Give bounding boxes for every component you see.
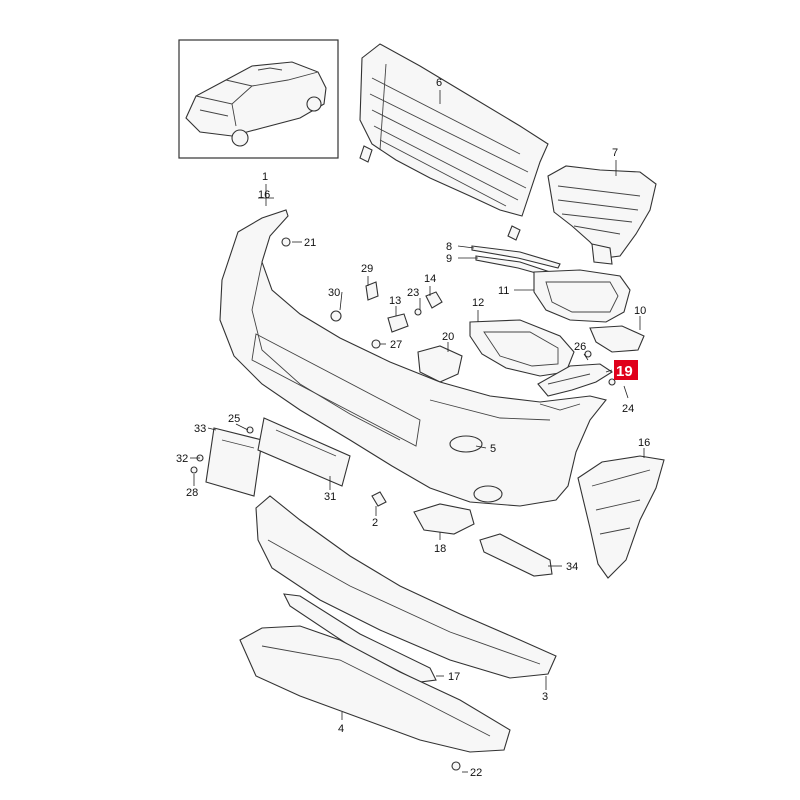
mounting-bracket (537, 363, 614, 397)
callout-18: 18 (434, 543, 446, 555)
callout-28: 28 (186, 487, 198, 499)
callout-26: 26 (574, 341, 586, 353)
support-bracket (417, 345, 463, 383)
license-plate-holder (190, 417, 351, 497)
air-inlet-grille (547, 165, 657, 265)
side-guide-bracket (577, 455, 665, 579)
callout-24: 24 (622, 403, 634, 415)
callout-25: 25 (228, 413, 240, 425)
leader-lines (190, 90, 645, 773)
fog-light-frame (533, 269, 631, 323)
callout-10: 10 (634, 305, 646, 317)
callout-5: 5 (490, 443, 496, 455)
callout-14: 14 (424, 273, 436, 285)
callout-34: 34 (566, 561, 578, 573)
callout-7: 7 (612, 147, 618, 159)
callout-32: 32 (176, 453, 188, 465)
small-fasteners (281, 237, 616, 386)
light-frame (469, 319, 575, 377)
callout-12: 12 (472, 297, 484, 309)
callout-19: 19 (616, 363, 633, 380)
lower-spoiler (255, 495, 557, 679)
callout-17: 17 (448, 671, 460, 683)
fog-light-bezel (413, 503, 475, 535)
callout-19-highlight: 19 (614, 360, 638, 380)
callout-2: 2 (372, 517, 378, 529)
callout-27: 27 (390, 339, 402, 351)
trim-strip-upper (471, 245, 561, 269)
callout-21: 21 (304, 237, 316, 249)
callout-23: 23 (407, 287, 419, 299)
callout-1: 1 (262, 171, 268, 183)
underbody-panel (239, 625, 511, 771)
callout-labels: 1 16 21 6 7 8 9 29 14 30 23 13 11 12 10 … (176, 77, 650, 779)
tow-hook-cap (371, 491, 387, 507)
callout-29: 29 (361, 263, 373, 275)
vehicle-thumbnail (178, 39, 339, 159)
callout-31: 31 (324, 491, 336, 503)
callout-8: 8 (446, 241, 452, 253)
callout-6: 6 (436, 77, 442, 89)
callout-20: 20 (442, 331, 454, 343)
callout-4: 4 (338, 723, 344, 735)
upper-grille (359, 43, 549, 241)
callout-16-side: 16 (638, 437, 650, 449)
spoiler-strip (283, 593, 437, 683)
callout-3: 3 (542, 691, 548, 703)
callout-11: 11 (498, 285, 509, 297)
lower-trim (479, 533, 553, 577)
callout-13: 13 (389, 295, 401, 307)
bumper-cover (219, 209, 607, 507)
callout-30: 30 (328, 287, 340, 299)
callout-33: 33 (194, 423, 206, 435)
trim-panel (589, 325, 645, 353)
callout-16-top: 16 (258, 189, 270, 201)
callout-9: 9 (446, 253, 452, 265)
callout-22: 22 (470, 767, 482, 779)
